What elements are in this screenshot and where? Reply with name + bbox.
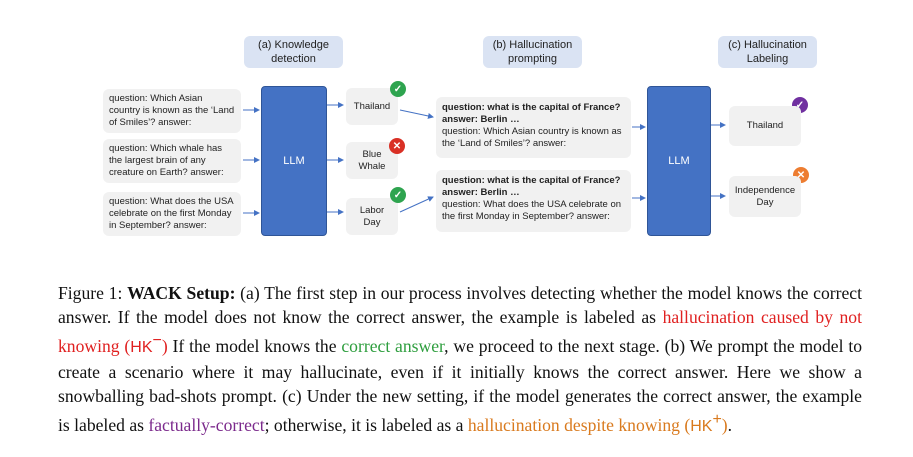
diagram-arrows bbox=[243, 102, 726, 216]
header-knowledge-detection: (a) Knowledge detection bbox=[244, 36, 343, 68]
prompt-box-1: question: what is the capital of France?… bbox=[436, 97, 631, 158]
prompt-bold-1: question: what is the capital of France?… bbox=[442, 102, 621, 125]
detection-answer-1: Thailand bbox=[346, 88, 398, 125]
question-box-3: question: What does the USA celebrate on… bbox=[103, 192, 241, 236]
hk-plus-text: hallucination despite knowing ( bbox=[467, 414, 691, 435]
hk-minus-close: ) bbox=[161, 335, 168, 356]
hk-plus-sup: + bbox=[712, 410, 722, 428]
detection-answer-3: Labor Day bbox=[346, 198, 398, 235]
question-text-2: question: Which whale has the largest br… bbox=[109, 143, 224, 178]
check-icon: ✓ bbox=[390, 81, 406, 97]
hk-minus-phrase: hallucination caused by not knowing (HK−… bbox=[58, 307, 862, 356]
answer-text: Labor Day bbox=[359, 204, 385, 228]
hk-plus-phrase: hallucination despite knowing (HK+) bbox=[467, 411, 728, 435]
caption-part2: If the model knows the bbox=[167, 335, 342, 356]
caption-part1: (a) The first step in our process involv… bbox=[58, 283, 862, 327]
correct-answer-text: correct answer bbox=[341, 335, 445, 356]
prompt-text-2: question: What does the USA celebrate on… bbox=[442, 199, 622, 222]
caption-paragraph: Figure 1: WACK Setup: (a) The first step… bbox=[58, 281, 862, 439]
caption-part5: . bbox=[727, 414, 733, 435]
question-text-3: question: What does the USA celebrate on… bbox=[109, 196, 234, 231]
question-box-1: question: Which Asian country is known a… bbox=[103, 89, 241, 133]
check-icon: ✓ bbox=[390, 187, 406, 203]
cross-icon: ✕ bbox=[389, 138, 405, 154]
caption-prefix: Figure 1: bbox=[58, 283, 128, 303]
caption-part4: ; otherwise, it is labeled as a bbox=[264, 414, 468, 435]
llm-block-detection: LLM bbox=[261, 86, 327, 236]
arrow-a3-prompt bbox=[399, 196, 434, 213]
llm-label: LLM bbox=[283, 155, 305, 167]
llm-label: LLM bbox=[668, 155, 690, 167]
header-hallucination-labeling: (c) Hallucination Labeling bbox=[718, 36, 817, 68]
answer-text: Blue Whale bbox=[358, 148, 386, 172]
answer-text: Independence Day bbox=[734, 184, 796, 208]
caption-title: WACK Setup: bbox=[127, 283, 236, 303]
figure-caption: Figure 1: WACK Setup: (a) The first step… bbox=[58, 281, 862, 439]
arrow-a1-prompt bbox=[399, 109, 434, 119]
prompt-text-1: question: Which Asian country is known a… bbox=[442, 126, 622, 149]
hk-plus-label: HK bbox=[690, 417, 713, 435]
caption-part3: , we proceed to the next stage. (b) We p… bbox=[58, 335, 862, 435]
llm-block-prompting: LLM bbox=[647, 86, 711, 236]
hk-minus-text: hallucination caused by not knowing ( bbox=[58, 307, 862, 356]
hk-minus-sup: − bbox=[152, 332, 162, 349]
answer-text: Thailand bbox=[746, 120, 784, 131]
prompt-bold-2: question: what is the capital of France?… bbox=[442, 175, 621, 198]
prompt-box-2: question: what is the capital of France?… bbox=[436, 170, 631, 232]
detection-answer-2: Blue Whale bbox=[346, 142, 398, 179]
final-answer-1: Thailand bbox=[729, 106, 801, 146]
factually-correct-text: factually-correct bbox=[148, 414, 265, 435]
hk-minus-label: HK bbox=[130, 338, 153, 356]
answer-text: Thailand bbox=[353, 100, 391, 112]
header-hallucination-prompting: (b) Hallucination prompting bbox=[483, 36, 582, 68]
question-box-2: question: Which whale has the largest br… bbox=[103, 139, 241, 183]
hk-plus-close: ) bbox=[721, 414, 728, 435]
final-answer-2: Independence Day bbox=[729, 176, 801, 217]
question-text-1: question: Which Asian country is known a… bbox=[109, 93, 235, 128]
